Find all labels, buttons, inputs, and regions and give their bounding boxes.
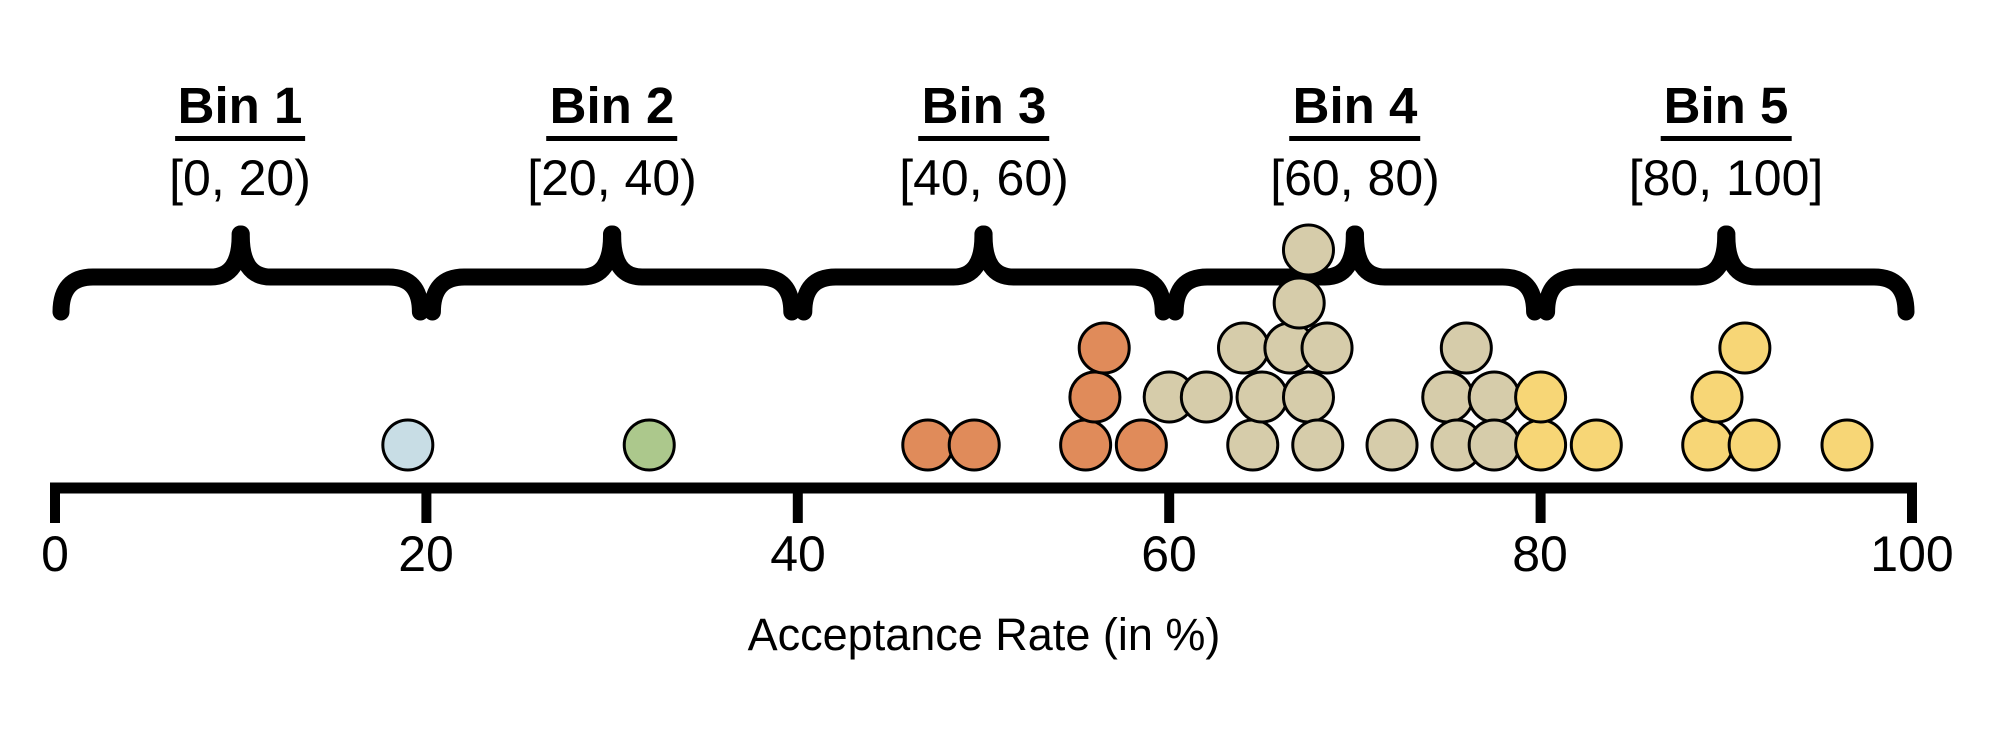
data-dot xyxy=(1514,418,1568,472)
bin-name: Bin 5 xyxy=(1660,80,1792,141)
bin-name: Bin 4 xyxy=(1289,80,1421,141)
data-dot xyxy=(622,418,676,472)
bin-label-1: Bin 1 [0, 20) xyxy=(169,80,311,203)
data-dot xyxy=(1421,370,1475,424)
data-dot xyxy=(1467,418,1521,472)
data-dot xyxy=(1114,418,1168,472)
data-dot xyxy=(1467,370,1521,424)
data-dot xyxy=(1439,321,1493,375)
data-dot xyxy=(1690,370,1744,424)
x-tick-label-40: 40 xyxy=(770,526,826,582)
data-dot xyxy=(901,418,955,472)
x-tick-label-60: 60 xyxy=(1141,526,1197,582)
x-axis-title: Acceptance Rate (in %) xyxy=(747,609,1221,660)
bin-name: Bin 2 xyxy=(546,80,678,141)
bin-label-2: Bin 2 [20, 40) xyxy=(527,80,697,203)
data-dot xyxy=(947,418,1001,472)
bin-range: [0, 20) xyxy=(169,150,311,206)
bin-brace-2 xyxy=(423,225,801,321)
data-dot xyxy=(1281,223,1335,277)
bin-range: [80, 100] xyxy=(1628,150,1824,206)
bin-label-3: Bin 3 [40, 60) xyxy=(899,80,1069,203)
data-dot xyxy=(1216,321,1270,375)
data-dot xyxy=(1727,418,1781,472)
data-dot xyxy=(381,418,435,472)
data-dot xyxy=(1235,370,1289,424)
bin-name: Bin 1 xyxy=(174,80,306,141)
x-tick-label-100: 100 xyxy=(1870,526,1954,582)
data-dot xyxy=(1718,321,1772,375)
data-dot xyxy=(1681,418,1735,472)
data-dot xyxy=(1068,370,1122,424)
bin-range: [20, 40) xyxy=(527,150,697,206)
bin-brace-4 xyxy=(1166,225,1544,321)
x-tick-label-0: 0 xyxy=(41,526,69,582)
bin-brace-5 xyxy=(1538,225,1915,321)
bin-brace-3 xyxy=(795,225,1172,321)
bin-label-4: Bin 4 [60, 80) xyxy=(1270,80,1440,203)
data-dot xyxy=(1272,276,1326,330)
data-dot xyxy=(1077,321,1131,375)
data-dot xyxy=(1514,370,1568,424)
bin-label-5: Bin 5 [80, 100] xyxy=(1629,80,1824,203)
x-tick-label-80: 80 xyxy=(1512,526,1568,582)
data-dot xyxy=(1179,370,1233,424)
data-dot xyxy=(1226,418,1280,472)
x-tick-label-20: 20 xyxy=(398,526,454,582)
data-dot xyxy=(1281,370,1335,424)
data-dot xyxy=(1300,321,1354,375)
data-dot xyxy=(1365,418,1419,472)
data-dot xyxy=(1059,418,1113,472)
data-dot xyxy=(1291,418,1345,472)
data-dot xyxy=(1820,418,1874,472)
data-dot xyxy=(1569,418,1623,472)
bin-brace-1 xyxy=(52,225,429,321)
bin-range: [60, 80) xyxy=(1270,150,1440,206)
bin-name: Bin 3 xyxy=(918,80,1050,141)
bin-range: [40, 60) xyxy=(899,150,1069,206)
